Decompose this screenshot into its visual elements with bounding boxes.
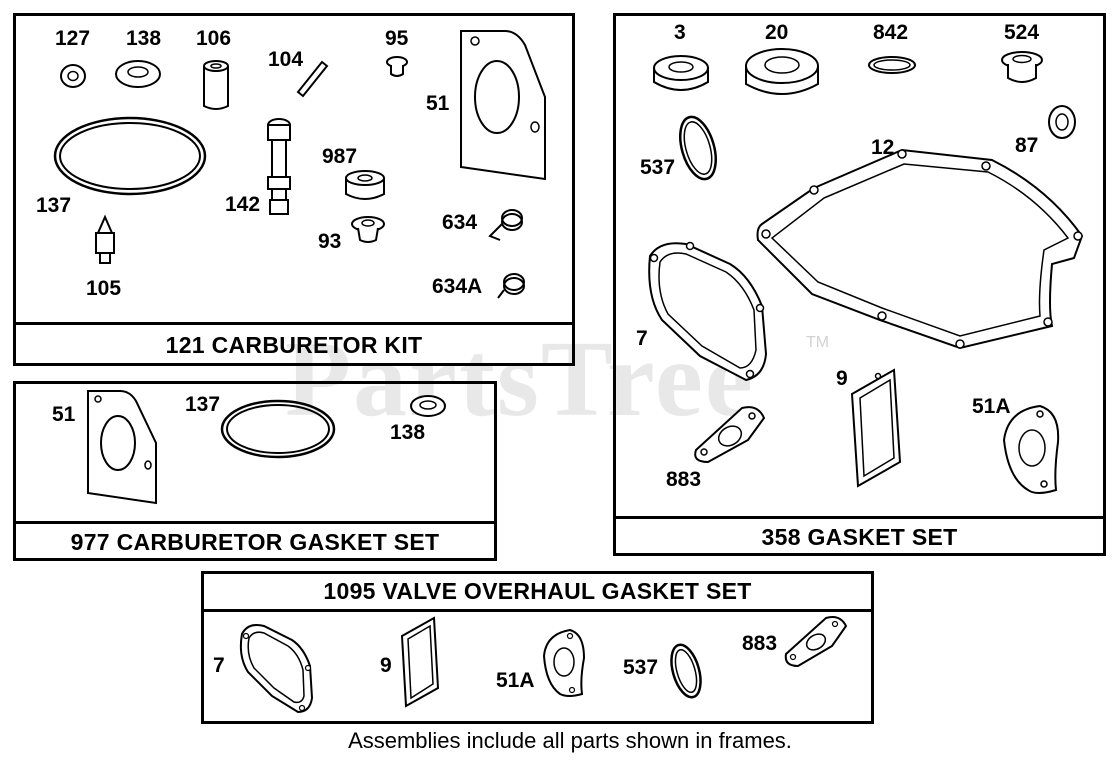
part-label-142: 142 [225,193,261,216]
spring-634-drawing [486,206,530,246]
carburetor-gasket-set-frame: 977 CARBURETOR GASKET SET [13,381,497,561]
pin-104-drawing [294,58,330,98]
washer-127-drawing [58,60,88,90]
gasket-set-frame: 358 GASKET SET [613,13,1106,556]
part-label-7-set1095: 7 [213,654,225,677]
o-ring-842-drawing [866,54,918,76]
gasket-set-title: 358 GASKET SET [616,516,1103,556]
plug-524-drawing [998,48,1046,88]
seal-87-drawing [1044,102,1080,142]
seal-20-drawing [742,44,822,104]
carburetor-gasket-set-title: 977 CARBURETOR GASKET SET [16,521,494,561]
watermark-trademark: TM [806,334,830,351]
gasket-9-drawing [848,366,904,490]
part-label-95: 95 [385,27,409,50]
gasket-883-set1095-drawing [780,612,850,670]
cover-gasket-7-drawing [640,236,774,386]
gasket-51a-set1095-drawing [540,626,588,702]
o-ring-537-drawing [676,110,720,186]
bushing-106-drawing [200,58,232,114]
o-ring-137-set977-drawing [218,396,338,462]
part-label-3: 3 [674,21,686,44]
footnote: Assemblies include all parts shown in fr… [348,728,792,753]
carburetor-kit-frame: 121 CARBURETOR KIT [13,13,575,366]
part-label-51: 51 [426,92,450,115]
screw-95-drawing [383,54,413,80]
cover-gasket-7-set1095-drawing [236,620,316,716]
part-label-106: 106 [196,27,232,50]
gasket-51-drawing [455,27,555,187]
part-label-634: 634 [442,211,478,234]
part-label-842: 842 [873,21,909,44]
part-label-12: 12 [871,136,895,159]
part-label-537: 537 [640,156,676,179]
needle-105-drawing [90,215,120,265]
part-label-137: 137 [36,194,72,217]
part-label-51a: 51A [972,395,1011,418]
part-label-524: 524 [1004,21,1040,44]
o-ring-137-drawing [50,112,210,200]
part-label-883-set1095: 883 [742,632,778,655]
gasket-9-set1095-drawing [398,614,442,710]
carburetor-kit-title: 121 CARBURETOR KIT [16,322,572,366]
gasket-51-set977-drawing [84,387,164,509]
spacer-987-drawing [343,168,387,204]
part-label-9: 9 [836,367,848,390]
part-label-137-set977: 137 [185,393,221,416]
part-label-9-set1095: 9 [380,654,392,677]
part-label-51a-set1095: 51A [496,669,535,692]
spring-634a-drawing [494,270,530,304]
part-label-138-set977: 138 [390,421,426,444]
valve-overhaul-gasket-set-title: 1095 VALVE OVERHAUL GASKET SET [204,574,871,612]
valve-overhaul-gasket-set-frame: 1095 VALVE OVERHAUL GASKET SET [201,571,874,724]
part-label-7: 7 [636,327,648,350]
part-label-20: 20 [765,21,789,44]
part-label-634a: 634A [432,275,483,298]
part-label-987: 987 [322,145,358,168]
o-ring-537-set1095-drawing [666,640,706,702]
part-label-127: 127 [55,27,91,50]
valve-93-drawing [348,214,388,246]
gasket-883-drawing [688,402,770,466]
part-label-138: 138 [126,27,162,50]
part-label-51-set977: 51 [52,403,76,426]
crankcase-gasket-12-drawing [752,140,1094,354]
part-label-105: 105 [86,277,122,300]
seal-138-set977-drawing [408,392,448,420]
gasket-51a-drawing [1000,400,1064,500]
seal-3-drawing [650,52,712,98]
part-label-93: 93 [318,230,342,253]
emulsion-tube-142-drawing [262,115,296,220]
part-label-537-set1095: 537 [623,656,659,679]
part-label-104: 104 [268,48,304,71]
seal-138-drawing [113,58,163,90]
part-label-87: 87 [1015,134,1039,157]
part-label-883: 883 [666,468,702,491]
